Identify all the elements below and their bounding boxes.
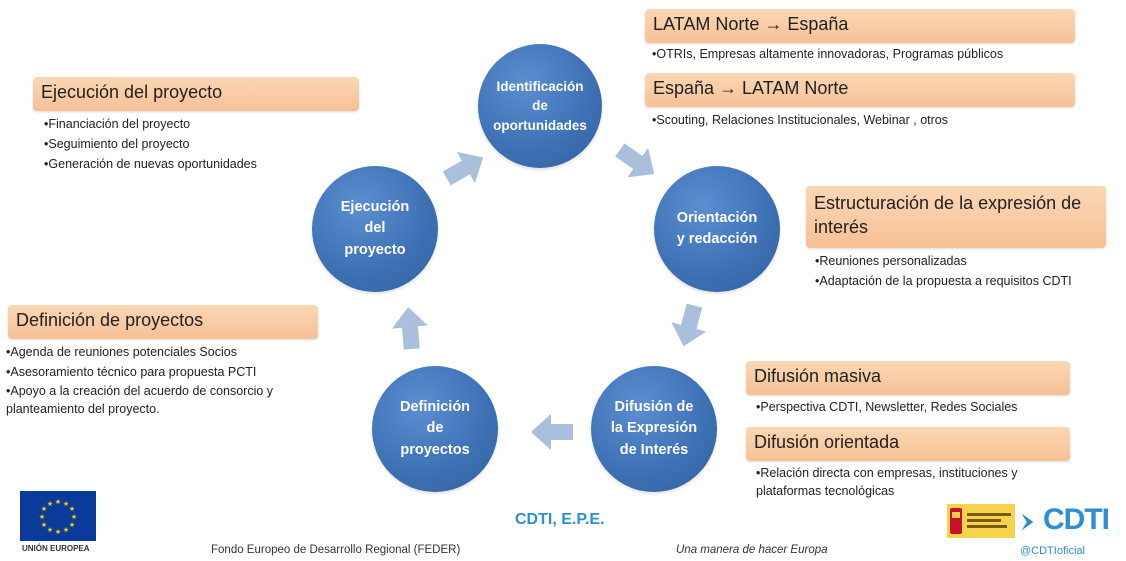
svg-text:★: ★ xyxy=(63,526,69,534)
cdti-logo-text: CDTI xyxy=(1043,503,1110,536)
svg-text:★: ★ xyxy=(69,521,75,529)
list-item: Perspectiva CDTI, Newsletter, Redes Soci… xyxy=(756,397,1076,417)
circle-orientacion: Orientación y redacción xyxy=(654,166,780,292)
feder-text: Fondo Europeo de Desarrollo Regional (FE… xyxy=(211,544,461,556)
svg-text:★: ★ xyxy=(55,528,61,536)
estructuracion-list: Reuniones personalizadas Adaptación de l… xyxy=(815,251,1115,291)
center-label: CDTI, E.P.E. xyxy=(515,511,605,528)
circle-ejecucion: Ejecución del proyecto xyxy=(312,166,438,292)
estructuracion-title: Estructuración de la expresión de interé… xyxy=(806,186,1106,248)
definicion-box-list: Agenda de reuniones potenciales Socios A… xyxy=(6,342,318,418)
arrow-identificacion-orientacion xyxy=(615,143,655,178)
difusion-orientada-title: Difusión orientada xyxy=(746,427,1070,461)
ministerio-shield-icon xyxy=(947,504,1015,538)
svg-text:★: ★ xyxy=(47,526,53,534)
latam-norte-espana-list: OTRIs, Empresas altamente innovadoras, P… xyxy=(652,44,1102,64)
ejecucion-box-list: Financiación del proyecto Seguimiento de… xyxy=(44,114,344,174)
list-item: Seguimiento del proyecto xyxy=(44,134,344,154)
list-item: Relación directa con empresas, instituci… xyxy=(756,464,1066,500)
circle-difusion: Difusión de la Expresión de Interés xyxy=(591,366,717,492)
espana-latam-norte-title: España → LATAM Norte xyxy=(645,73,1075,107)
twitter-handle: @CDTIoficial xyxy=(1020,545,1085,557)
motto-text: Una manera de hacer Europa xyxy=(676,544,828,556)
list-item: Financiación del proyecto xyxy=(44,114,344,134)
arrow-orientacion-difusion xyxy=(671,304,707,347)
eu-flag-icon: ★★★ ★★★ ★★★ ★★★ xyxy=(20,491,96,541)
ejecucion-box-title: Ejecución del proyecto xyxy=(33,77,359,111)
svg-text:★: ★ xyxy=(47,500,53,508)
list-item: OTRIs, Empresas altamente innovadoras, P… xyxy=(652,44,1102,64)
svg-text:★: ★ xyxy=(55,498,61,506)
espana-latam-norte-list: Scouting, Relaciones Institucionales, We… xyxy=(652,110,1102,130)
definicion-box-title: Definición de proyectos xyxy=(8,305,318,339)
list-item: Agenda de reuniones potenciales Socios xyxy=(6,342,318,362)
svg-text:★: ★ xyxy=(71,513,77,521)
list-item: Asesoramiento técnico para propuesta PCT… xyxy=(6,362,318,382)
list-item: Generación de nuevas oportunidades xyxy=(44,154,344,174)
eu-label: UNIÓN EUROPEA xyxy=(22,544,90,553)
list-item: Reuniones personalizadas xyxy=(815,251,1115,271)
arrow-definicion-ejecucion xyxy=(391,307,428,350)
latam-norte-espana-title: LATAM Norte → España xyxy=(645,9,1075,43)
svg-text:★: ★ xyxy=(39,513,45,521)
arrow-ejecucion-identificacion xyxy=(442,151,484,186)
arrow-difusion-definicion xyxy=(531,414,573,450)
svg-text:★: ★ xyxy=(69,505,75,513)
difusion-masiva-list: Perspectiva CDTI, Newsletter, Redes Soci… xyxy=(756,397,1076,417)
circle-definicion: Definición de proyectos xyxy=(372,366,498,492)
difusion-orientada-list: Relación directa con empresas, instituci… xyxy=(756,464,1066,500)
svg-text:★: ★ xyxy=(41,505,47,513)
svg-text:★: ★ xyxy=(41,521,47,529)
list-item: Scouting, Relaciones Institucionales, We… xyxy=(652,110,1102,130)
circle-identificacion: Identificación de oportunidades xyxy=(478,44,602,168)
svg-text:★: ★ xyxy=(63,500,69,508)
list-item: Adaptación de la propuesta a requisitos … xyxy=(815,271,1115,291)
difusion-masiva-title: Difusión masiva xyxy=(746,361,1070,395)
cdti-chevron-icon xyxy=(1021,513,1034,531)
list-item: Apoyo a la creación del acuerdo de conso… xyxy=(6,382,318,418)
